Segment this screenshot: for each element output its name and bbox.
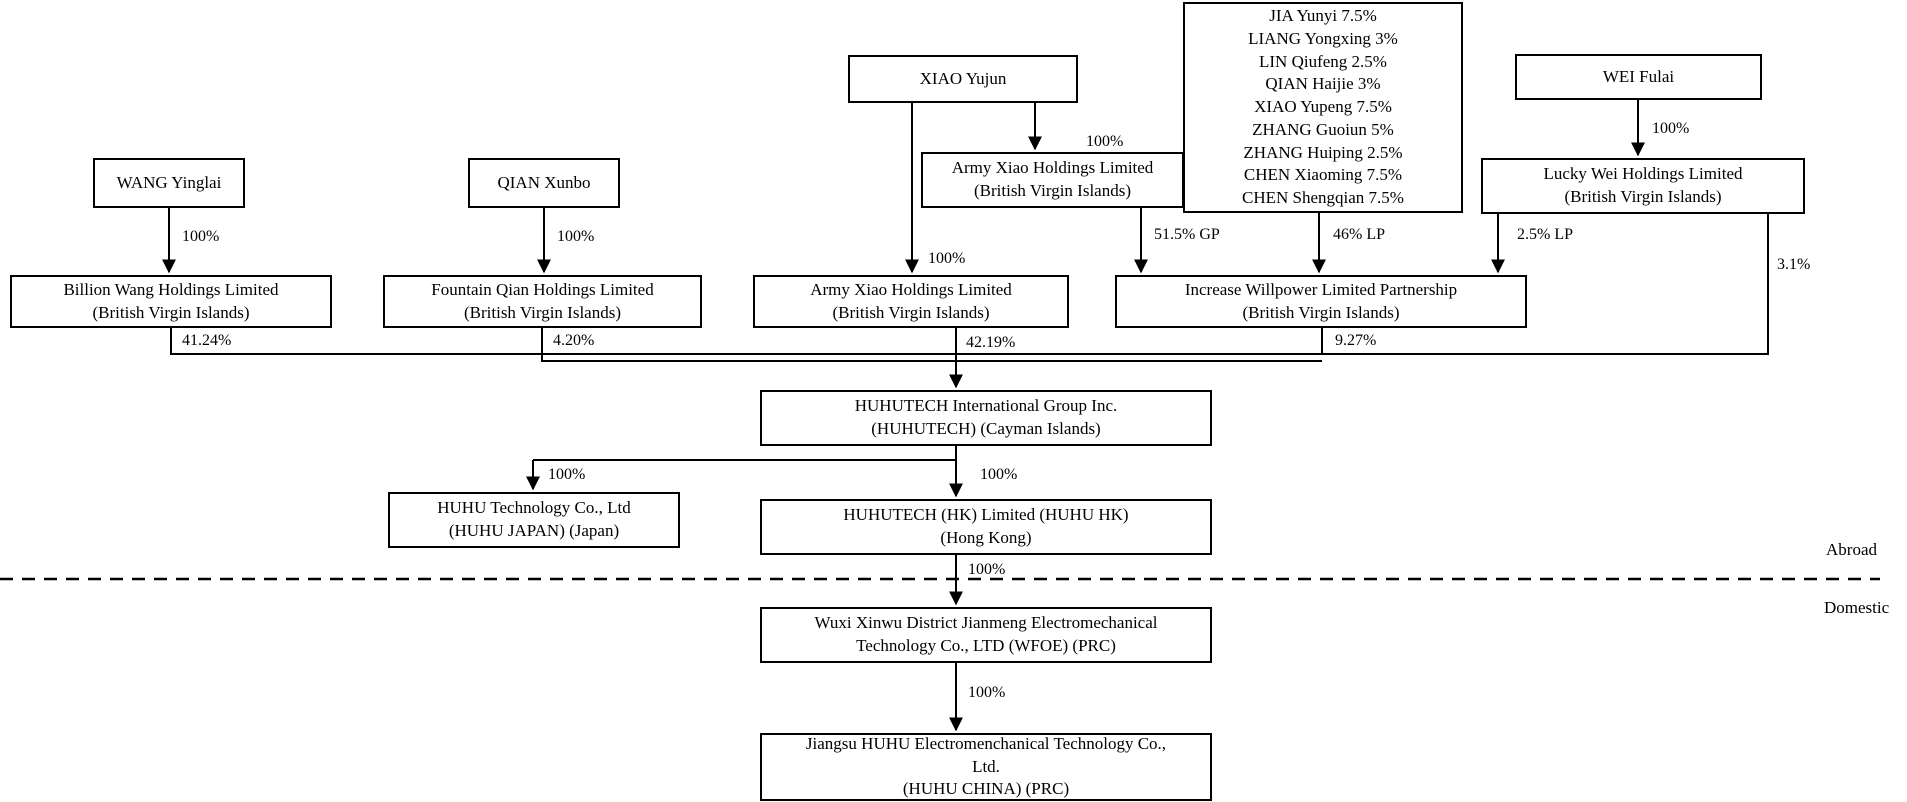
- shareholder-line: CHEN Xiaoming 7.5%: [1243, 165, 1403, 185]
- pct-label-xiao-lower: 100%: [928, 250, 966, 267]
- node-army-xiao-holdings-lower: Army Xiao Holdings Limited (British Virg…: [753, 275, 1069, 328]
- node-label: QIAN Xunbo: [497, 172, 591, 192]
- node-sublabel: Ltd.: [972, 756, 1000, 776]
- pct-label-hk: 100%: [980, 466, 1018, 483]
- node-label: Wuxi Xinwu District Jianmeng Electromech…: [814, 613, 1158, 633]
- node-qian-xunbo: QIAN Xunbo: [468, 158, 620, 208]
- pct-label-41-24: 41.24%: [182, 332, 232, 349]
- shareholder-line: CHEN Shengqian 7.5%: [1242, 188, 1404, 208]
- pct-label-gp: 51.5% GP: [1154, 226, 1220, 243]
- abroad-label: Abroad: [1826, 540, 1877, 559]
- shareholder-line: LIN Qiufeng 2.5%: [1259, 51, 1387, 71]
- node-sublabel: (HUHU JAPAN) (Japan): [448, 521, 620, 540]
- node-sublabel: (British Virgin Islands): [973, 181, 1132, 200]
- pct-label-46lp: 46% LP: [1333, 226, 1385, 243]
- pct-label-qian: 100%: [557, 228, 595, 245]
- domestic-label: Domestic: [1824, 598, 1890, 617]
- node-sublabel: (British Virgin Islands): [832, 302, 990, 322]
- node-sublabel: (British Virgin Islands): [1242, 302, 1400, 322]
- node-label: Jiangsu HUHU Electromenchanical Technolo…: [805, 733, 1167, 753]
- pct-label-4-20: 4.20%: [553, 332, 595, 349]
- node-huhu-hk: HUHUTECH (HK) Limited (HUHU HK) (Hong Ko…: [760, 499, 1212, 555]
- node-sublabel: (HUHU CHINA) (PRC): [902, 779, 1070, 799]
- shareholder-line: LIANG Yongxing 3%: [1248, 28, 1398, 48]
- node-label: WEI Fulai: [1602, 66, 1675, 86]
- node-label: Army Xiao Holdings Limited: [810, 279, 1012, 299]
- node-label: Billion Wang Holdings Limited: [63, 279, 279, 299]
- pct-label-china: 100%: [968, 684, 1006, 701]
- pct-label-wang: 100%: [182, 228, 220, 245]
- node-huhu-china: Jiangsu HUHU Electromenchanical Technolo…: [760, 733, 1212, 801]
- shareholder-line: ZHANG Guoiun 5%: [1252, 119, 1394, 139]
- node-sublabel: (British Virgin Islands): [92, 302, 250, 322]
- node-increase-willpower: Increase Willpower Limited Partnership (…: [1115, 275, 1527, 328]
- node-label: HUHUTECH International Group Inc.: [854, 396, 1118, 416]
- pct-label-japan: 100%: [548, 466, 586, 483]
- pct-label-25lp: 2.5% LP: [1517, 226, 1573, 243]
- node-sublabel: (British Virgin Islands): [463, 302, 622, 322]
- node-huhutech-cayman: HUHUTECH International Group Inc. (HUHUT…: [760, 390, 1212, 446]
- node-label: XIAO Yujun: [919, 68, 1007, 88]
- node-xiao-yujun: XIAO Yujun: [848, 55, 1078, 103]
- pct-label-wei: 100%: [1652, 120, 1690, 137]
- node-huhu-japan: HUHU Technology Co., Ltd (HUHU JAPAN) (J…: [388, 492, 680, 548]
- shareholder-line: JIA Yunyi 7.5%: [1269, 6, 1377, 26]
- shareholder-line: XIAO Yupeng 7.5%: [1254, 97, 1392, 117]
- node-label: Army Xiao Holdings Limited: [951, 158, 1154, 178]
- node-wfoe: Wuxi Xinwu District Jianmeng Electromech…: [760, 607, 1212, 663]
- node-billion-wang-holdings: Billion Wang Holdings Limited (British V…: [10, 275, 332, 328]
- pct-label-xiao-upper: 100%: [1086, 133, 1124, 150]
- node-label: Lucky Wei Holdings Limited: [1543, 164, 1743, 184]
- node-label: WANG Yinglai: [116, 172, 222, 192]
- node-label: HUHU Technology Co., Ltd: [437, 498, 631, 518]
- node-sublabel: Technology Co., LTD (WFOE) (PRC): [856, 636, 1116, 655]
- shareholder-line: QIAN Haijie 3%: [1265, 74, 1381, 94]
- node-label: Fountain Qian Holdings Limited: [431, 279, 654, 299]
- node-label: Increase Willpower Limited Partnership: [1184, 279, 1458, 299]
- pct-label-42-19: 42.19%: [966, 334, 1016, 351]
- node-sublabel: (British Virgin Islands): [1564, 187, 1722, 206]
- node-wei-fulai: WEI Fulai: [1515, 54, 1762, 100]
- node-wang-yinglai: WANG Yinglai: [93, 158, 245, 208]
- node-label: HUHUTECH (HK) Limited (HUHU HK): [843, 505, 1129, 525]
- node-sublabel: (Hong Kong): [940, 528, 1032, 547]
- node-shareholder-group: JIA Yunyi 7.5% LIANG Yongxing 3% LIN Qiu…: [1183, 2, 1463, 213]
- node-fountain-qian-holdings: Fountain Qian Holdings Limited (British …: [383, 275, 702, 328]
- node-lucky-wei-holdings: Lucky Wei Holdings Limited (British Virg…: [1481, 158, 1805, 214]
- shareholder-line: ZHANG Huiping 2.5%: [1243, 142, 1403, 162]
- node-sublabel: (HUHUTECH) (Cayman Islands): [871, 419, 1101, 438]
- node-army-xiao-holdings-upper: Army Xiao Holdings Limited (British Virg…: [921, 152, 1184, 208]
- pct-label-wfoe: 100%: [968, 561, 1006, 578]
- pct-label-9-27: 9.27%: [1335, 332, 1377, 349]
- pct-label-3-1: 3.1%: [1777, 256, 1811, 273]
